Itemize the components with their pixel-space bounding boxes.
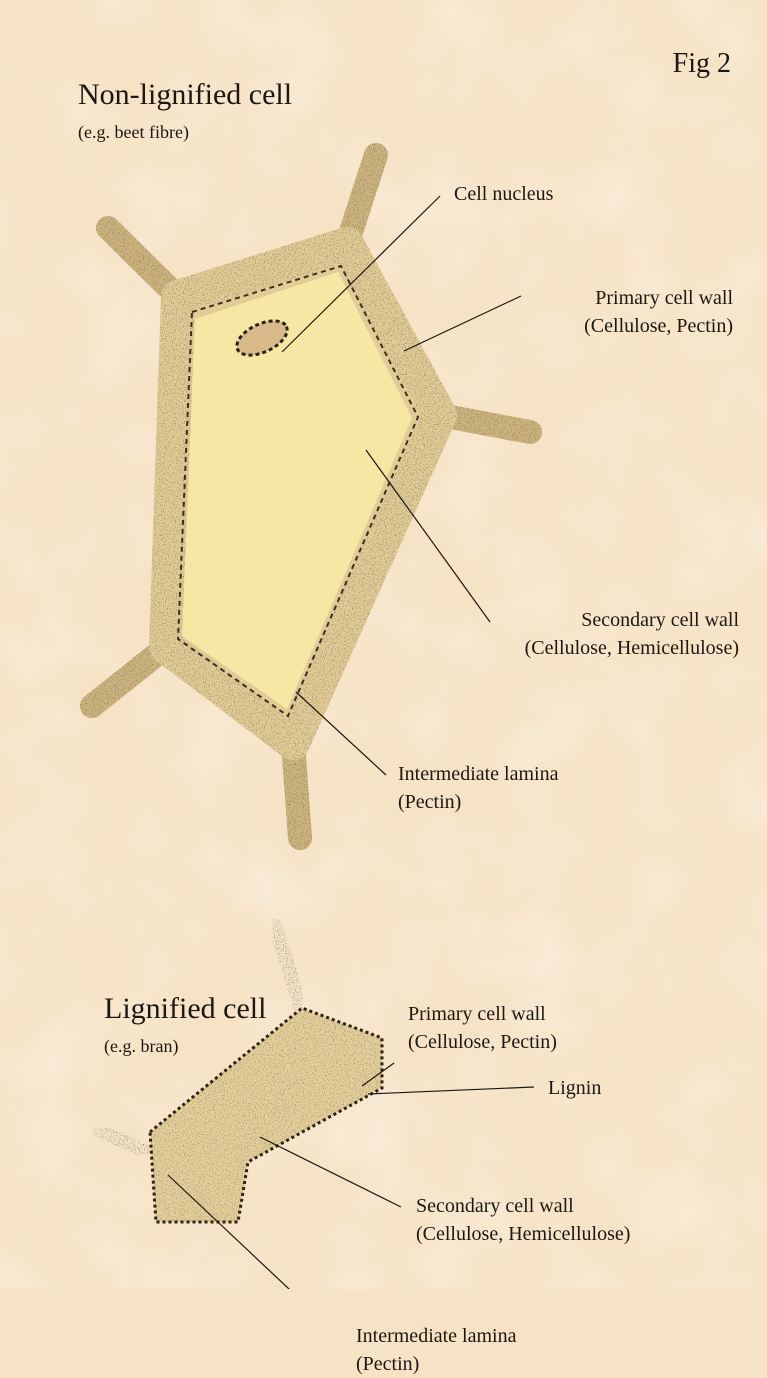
lignified-example: (e.g. bran) — [104, 1036, 178, 1057]
label-primary-cell-wall-composition: (Cellulose, Pectin) — [584, 312, 733, 340]
label-intermediate-lamina: Intermediate lamina (Pectin) — [398, 760, 558, 816]
lignified-title: Lignified cell — [104, 992, 266, 1026]
label-lignified-intermediate-lamina-name: Intermediate lamina — [356, 1322, 516, 1350]
label-lignified-intermediate-lamina: Intermediate lamina (Pectin) — [356, 1322, 516, 1378]
figure-label: Fig 2 — [673, 48, 731, 80]
label-lignified-secondary-cell-wall-name: Secondary cell wall — [416, 1192, 630, 1220]
label-secondary-cell-wall: Secondary cell wall (Cellulose, Hemicell… — [525, 606, 739, 662]
label-lignified-intermediate-lamina-composition: (Pectin) — [356, 1350, 516, 1378]
label-lignified-primary-cell-wall-composition: (Cellulose, Pectin) — [408, 1028, 557, 1056]
label-lignified-primary-cell-wall-name: Primary cell wall — [408, 1000, 557, 1028]
non-lignified-example: (e.g. beet fibre) — [78, 122, 189, 143]
label-lignified-secondary-cell-wall: Secondary cell wall (Cellulose, Hemicell… — [416, 1192, 630, 1248]
label-intermediate-lamina-composition: (Pectin) — [398, 788, 558, 816]
label-cell-nucleus: Cell nucleus — [454, 180, 553, 208]
label-lignified-primary-cell-wall: Primary cell wall (Cellulose, Pectin) — [408, 1000, 557, 1056]
label-lignin: Lignin — [548, 1074, 601, 1102]
label-secondary-cell-wall-name: Secondary cell wall — [525, 606, 739, 634]
non-lignified-title: Non-lignified cell — [78, 78, 292, 112]
label-primary-cell-wall-name: Primary cell wall — [584, 284, 733, 312]
label-secondary-cell-wall-composition: (Cellulose, Hemicellulose) — [525, 634, 739, 662]
label-primary-cell-wall: Primary cell wall (Cellulose, Pectin) — [584, 284, 733, 340]
label-intermediate-lamina-name: Intermediate lamina — [398, 760, 558, 788]
label-lignified-secondary-cell-wall-composition: (Cellulose, Hemicellulose) — [416, 1220, 630, 1248]
